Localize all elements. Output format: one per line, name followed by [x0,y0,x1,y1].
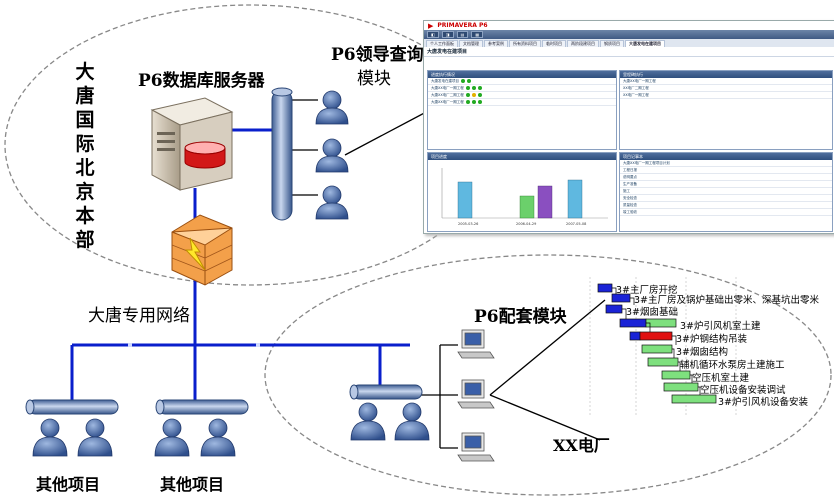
panel-header: 进度执行情况 [428,71,616,78]
other-project-user-icons [32,402,430,457]
brand-name: PRIMAVERA P6 [437,22,488,29]
list-item[interactable]: 说明要点 [620,174,832,181]
tab[interactable]: 所有资料项目 [509,40,541,47]
gantt-task-label: 3#主厂房及锅炉基础出零米、深基坑出零米 [634,295,820,306]
hq-char: 唐 [75,85,95,107]
gantt-bars [589,277,737,415]
panel-header: 项目记事本 [620,153,832,160]
hq-bus-pipe [271,87,293,221]
toolbar-button[interactable]: ◧ [427,31,439,38]
list-item[interactable]: 大唐XX电厂一期工程 [428,85,616,92]
gantt-task-label: 3#烟囱结构 [676,347,729,358]
bus-pipe-middle [155,399,249,415]
hq-char: 部 [75,229,95,251]
gantt-chart: 3#主厂房开挖 3#主厂房及锅炉基础出零米、深基坑出零米 3#烟囱基础 3#炉引… [576,277,834,417]
schedule-status-panel: 进度执行情况 大唐发电在建项目 大唐XX电厂一期工程 大唐XX电厂二期工程 大唐… [427,70,617,150]
list-item: 大唐发电在建项目 [428,78,616,85]
tab[interactable]: 两阶段建项目 [567,40,599,47]
p6-dashboard-screenshot: ▶ PRIMAVERA P6 ◧ ◨ ▤ ▦ 个人工作面板 文档管理 参考案例 … [423,20,834,234]
dashboard-tabs: 个人工作面板 文档管理 参考案例 所有资料项目 临时项目 两阶段建项目 钢质项目… [424,39,834,47]
user-links [292,99,606,449]
other-project-label: 其他项目 [160,475,225,494]
list-item[interactable]: 工程日报 [620,167,832,174]
list-item[interactable]: 大唐XX电厂二期工程 [428,92,616,99]
chart-date: 2005-03-26 [458,222,479,226]
milestone-panel: 里程碑执行 大唐XX电厂一期工程 XX电厂二期工程 XX电厂一期工程 [619,70,833,150]
bus-pipe-plant [349,384,423,400]
database-server-icon [150,97,234,191]
chart-date: 2007-05-08 [566,222,587,226]
list-item[interactable]: 生产准备 [620,181,832,188]
page-title: 大唐发电在建项目 [424,47,834,57]
toolbar-button[interactable]: ▤ [456,31,469,38]
tab-active[interactable]: 大唐发电在建项目 [625,40,665,47]
gantt-task-label: 3#炉钢结构吊装 [676,334,748,345]
tab[interactable]: 个人工作面板 [426,40,458,47]
chart-date: 2006-04-29 [516,222,537,226]
gantt-task-label: 3#炉引风机室土建 [680,321,761,332]
gantt-task-label: 3#炉引风机设备安装 [718,397,809,408]
toolbar: ◧ ◨ ▤ ▦ [424,30,834,39]
db-server-label: P6数据库服务器 [138,71,265,91]
leader-module-label-line2: 模块 [357,69,391,89]
list-item[interactable]: 大唐XX电厂一期工程 [428,99,616,106]
bus-pipe-left [25,399,119,415]
row-label: 大唐XX电厂二期工程 [431,93,464,97]
row-label: 大唐XX电厂一期工程 [431,100,464,104]
progress-mini-chart [441,168,608,219]
list-item[interactable]: XX电厂一期工程 [620,92,832,99]
list-item[interactable]: 质量检查 [620,202,832,209]
hq-char: 本 [75,205,95,227]
plant-boundary [264,254,832,496]
tab[interactable]: 临时项目 [542,40,566,47]
p6-support-module-label: P6配套模块 [474,307,567,327]
gantt-task-label: 空压机设备安装调试 [700,385,786,396]
workstation-icons [457,329,495,462]
list-item[interactable]: XX电厂二期工程 [620,85,832,92]
firewall-icon [171,214,233,286]
network-label: 大唐专用网络 [88,306,190,326]
hq-char: 际 [75,133,95,155]
panel-header: 项目进度 [428,153,616,160]
hq-char: 大 [75,61,95,83]
hq-char: 北 [75,157,95,179]
network-links [70,128,410,400]
gantt-task-label: 3#烟囱基础 [626,307,679,318]
row-label: 大唐XX电厂一期工程 [431,86,464,90]
gantt-task-label: 空压机室土建 [692,373,750,384]
list-item[interactable]: 大唐XX电厂一期工程项目计划 [620,160,832,167]
hq-user-icons [315,90,349,220]
panel-header: 里程碑执行 [620,71,832,78]
leader-module-label-line1: P6领导查询 [331,45,424,65]
project-notebook-panel: 项目记事本 大唐XX电厂一期工程项目计划 工程日报 说明要点 生产准备 施工 安… [619,152,833,232]
hq-label: 大 唐 国 际 北 京 本 部 [74,60,96,252]
tab[interactable]: 文档管理 [459,40,483,47]
list-item[interactable]: 大唐XX电厂一期工程 [620,78,832,85]
gantt-task-label: 辅机循环水泵房土建施工 [680,360,785,371]
toolbar-button[interactable]: ◨ [441,31,454,38]
tab[interactable]: 钢质项目 [600,40,624,47]
row-label: 大唐发电在建项目 [431,79,459,83]
gantt-task-label: 3#主厂房开挖 [616,285,678,296]
toolbar-button[interactable]: ▦ [471,31,484,38]
list-item[interactable]: 安全检查 [620,195,832,202]
hq-char: 国 [75,109,95,131]
hq-char: 京 [75,181,95,203]
primavera-logo-icon: ▶ [428,21,434,30]
tab[interactable]: 参考案例 [484,40,508,47]
list-item[interactable]: 施工 [620,188,832,195]
progress-chart-panel: 项目进度 2005-03-26 2006-04-29 2007-05-08 [427,152,617,232]
link-markers [128,343,260,347]
other-project-label: 其他项目 [36,475,101,494]
plant-label: XX电厂 [553,436,610,455]
list-item[interactable]: 竣工验收 [620,209,832,216]
